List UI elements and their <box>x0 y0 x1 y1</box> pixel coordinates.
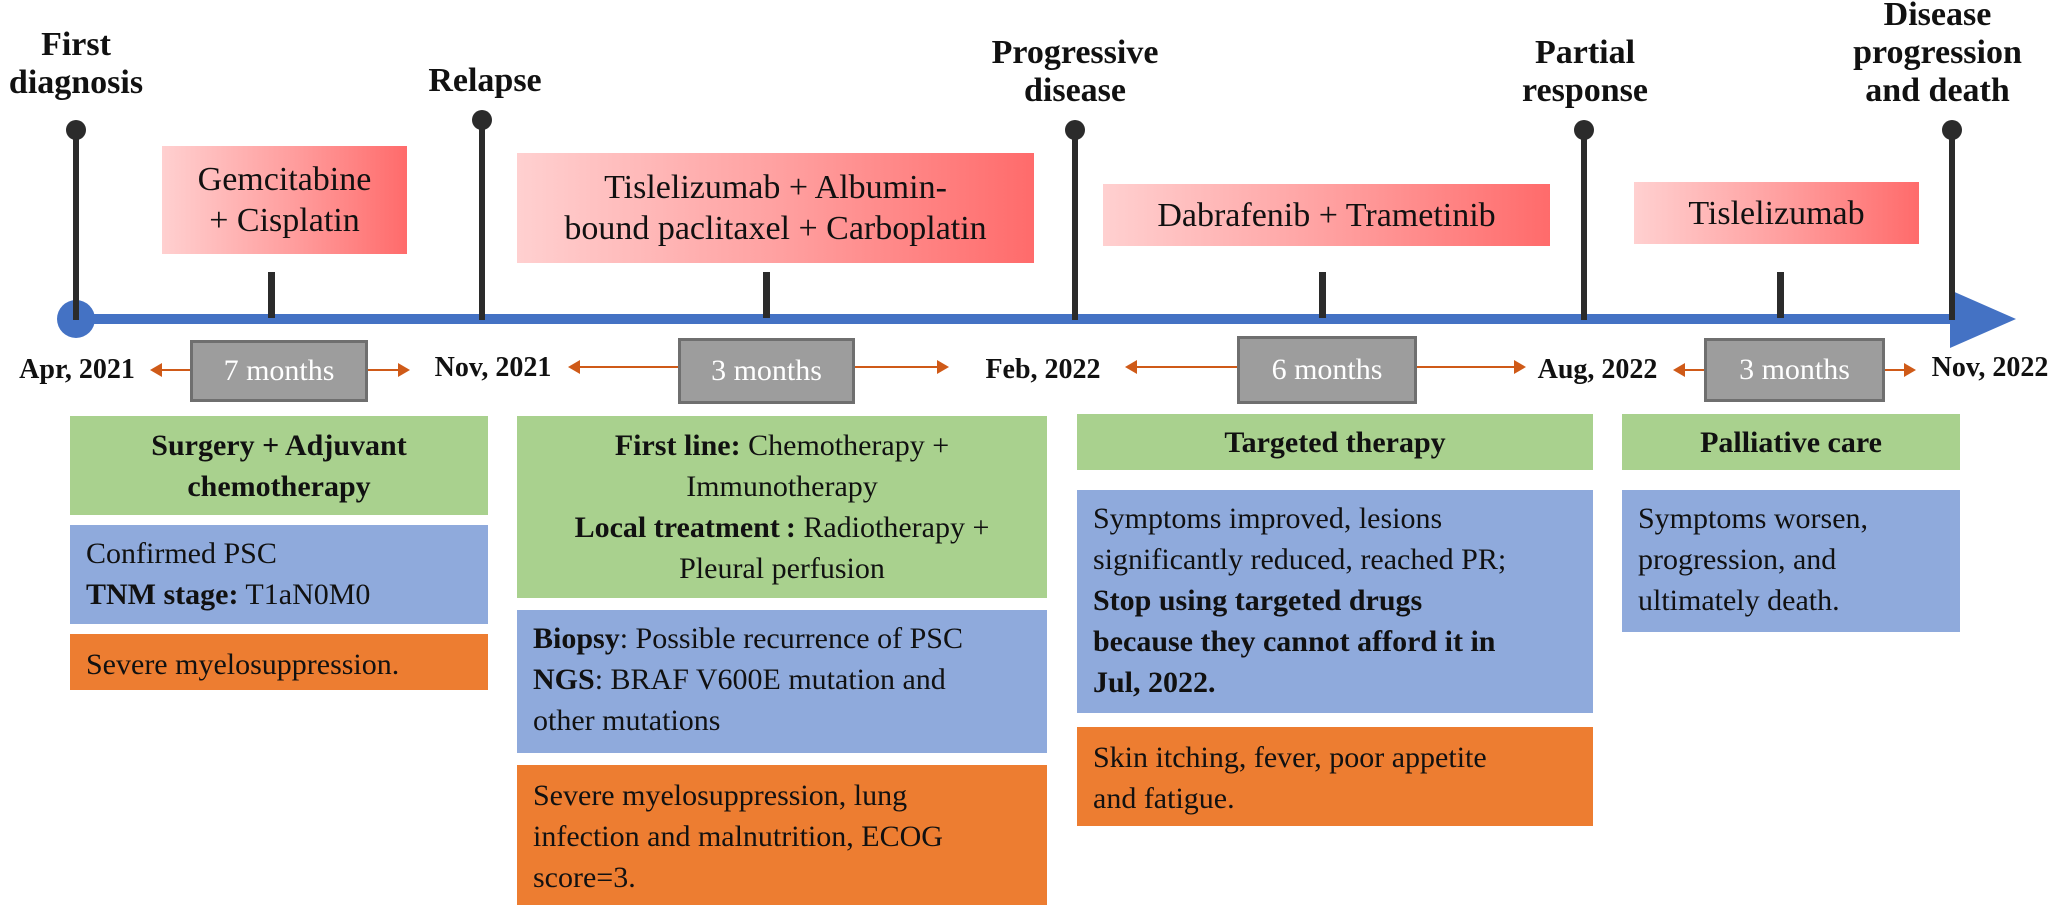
drug-box-tislelizumab: Tislelizumab <box>1634 182 1919 244</box>
phase-title-first-line: First line: Chemotherapy + Immunotherapy… <box>517 416 1047 598</box>
title-row: Immunotherapy <box>686 466 878 507</box>
period-tick <box>1777 272 1784 318</box>
timeline-axis <box>70 314 1960 324</box>
duration-arrow-right <box>855 360 949 374</box>
milestone-dot-relapse <box>472 110 492 130</box>
drug-box-dabrafenib-trametinib: Dabrafenib + Trametinib <box>1103 184 1550 246</box>
info-line: NGS: BRAF V600E mutation and <box>533 659 1031 700</box>
duration-arrow-right <box>368 363 410 377</box>
duration-box-6-months: 6 months <box>1237 336 1417 404</box>
duration-arrow-left <box>150 363 190 377</box>
local-treatment-text-cont: Pleural perfusion <box>679 552 885 585</box>
ngs-text-cont: other mutations <box>533 704 721 737</box>
biopsy-label: Biopsy <box>533 622 620 655</box>
period-tick <box>763 272 770 318</box>
milestone-dot-death <box>1942 120 1962 140</box>
period-tick <box>1319 272 1326 318</box>
date-apr-2021: Apr, 2021 <box>19 354 135 385</box>
milestone-dot-partial-response <box>1574 120 1594 140</box>
biopsy-text: : Possible recurrence of PSC <box>619 622 963 655</box>
adverse-targeted-therapy: Skin itching, fever, poor appetite and f… <box>1077 727 1593 826</box>
duration-arrow-left <box>568 360 678 374</box>
milestone-relapse: Relapse <box>428 62 542 99</box>
phase-info-targeted-therapy: Symptoms improved, lesions significantly… <box>1077 490 1593 713</box>
phase-title-surgery: Surgery + Adjuvant chemotherapy <box>70 416 488 515</box>
milestone-dot-progressive <box>1065 120 1085 140</box>
tnm-stage-label: TNM stage: <box>86 578 239 611</box>
local-treatment-text: Radiotherapy + <box>795 511 990 544</box>
title-row: Pleural perfusion <box>679 548 885 589</box>
milestone-partial-response: Partial response <box>1522 34 1648 109</box>
date-feb-2022: Feb, 2022 <box>985 354 1101 385</box>
milestone-first-diagnosis: First diagnosis <box>8 26 144 101</box>
phase-title-targeted-therapy: Targeted therapy <box>1077 414 1593 470</box>
info-line: Biopsy: Possible recurrence of PSC <box>533 618 1031 659</box>
date-nov-2022: Nov, 2022 <box>1931 352 2049 383</box>
period-tick <box>268 272 275 318</box>
timeline-arrowhead <box>1950 290 2016 348</box>
ngs-text: : BRAF V600E mutation and <box>594 663 946 696</box>
milestone-stem-relapse <box>479 120 485 320</box>
phase-title-palliative-care: Palliative care <box>1622 414 1960 470</box>
milestone-stem-progressive <box>1072 130 1078 320</box>
drug-box-gemcitabine-cisplatin: Gemcitabine + Cisplatin <box>162 146 407 254</box>
duration-arrow-left <box>1673 363 1704 377</box>
info-line: Confirmed PSC <box>86 537 277 570</box>
info-plain: Symptoms improved, lesions significantly… <box>1093 502 1507 576</box>
drug-box-tislelizumab-albumin: Tislelizumab + Albumin- bound paclitaxel… <box>517 153 1034 263</box>
info-bold: Stop using targeted drugs because they c… <box>1093 584 1496 699</box>
local-treatment-label: Local treatment : <box>574 511 796 544</box>
title-row: Local treatment : Radiotherapy + <box>575 507 990 548</box>
milestone-progressive-disease: Progressive disease <box>991 34 1159 109</box>
duration-arrow-left <box>1125 360 1237 374</box>
milestone-disease-progression-death: Disease progression and death <box>1853 0 2022 109</box>
first-line-label: First line: <box>614 429 741 462</box>
ngs-label: NGS <box>533 663 595 696</box>
milestone-stem-death <box>1949 130 1955 320</box>
duration-arrow-right <box>1885 363 1916 377</box>
phase-info-relapse: Biopsy: Possible recurrence of PSC NGS: … <box>517 610 1047 753</box>
title-row: First line: Chemotherapy + <box>615 425 949 466</box>
adverse-surgery: Severe myelosuppression. <box>70 634 488 690</box>
phase-info-surgery: Confirmed PSC TNM stage: T1aN0M0 <box>70 525 488 624</box>
tnm-stage-value: T1aN0M0 <box>238 578 371 611</box>
duration-box-7-months: 7 months <box>190 340 368 402</box>
first-line-text-cont: Immunotherapy <box>686 470 878 503</box>
info-line: other mutations <box>533 700 1031 741</box>
duration-box-3-months: 3 months <box>678 338 855 404</box>
info-line: TNM stage: T1aN0M0 <box>86 574 472 615</box>
milestone-dot-first-diagnosis <box>66 120 86 140</box>
date-nov-2021: Nov, 2021 <box>434 352 552 383</box>
adverse-relapse: Severe myelosuppression, lung infection … <box>517 765 1047 905</box>
duration-arrow-right <box>1417 360 1526 374</box>
milestone-stem-partial-response <box>1581 130 1587 320</box>
date-aug-2022: Aug, 2022 <box>1537 354 1658 385</box>
duration-box-3-months: 3 months <box>1704 338 1885 402</box>
milestone-stem-first-diagnosis <box>73 130 79 320</box>
phase-info-palliative-care: Symptoms worsen, progression, and ultima… <box>1622 490 1960 632</box>
first-line-text: Chemotherapy + <box>740 429 950 462</box>
